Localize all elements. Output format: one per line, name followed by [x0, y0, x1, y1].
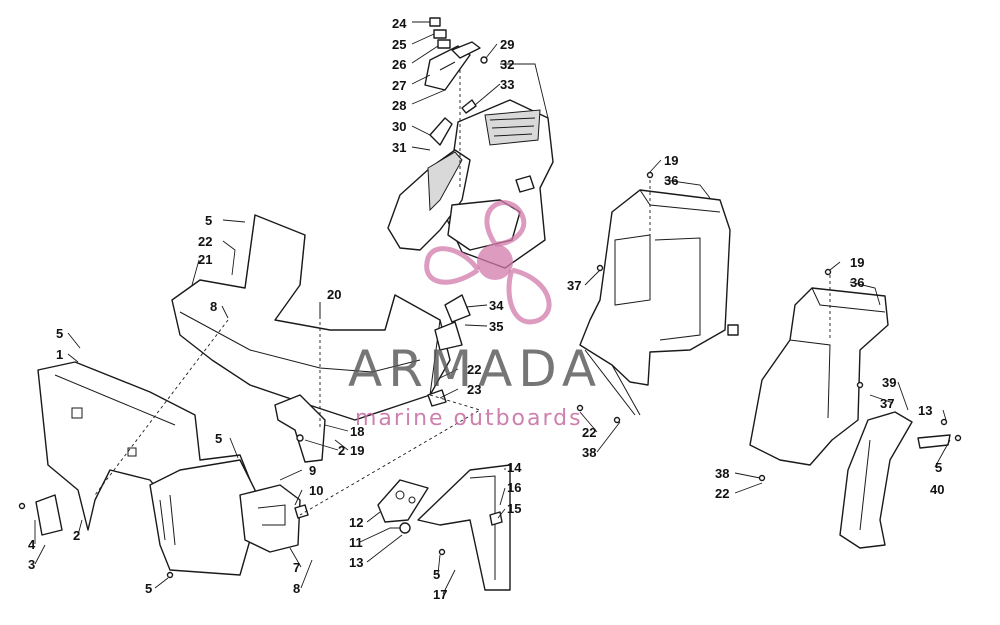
- bracket-assembly: [377, 479, 429, 534]
- callout-33: 33: [500, 77, 514, 92]
- callout-5-panel: 5: [215, 431, 222, 446]
- callout-40: 40: [930, 482, 944, 497]
- callout-labels: 24 25 26 27 28 29 32 33 30 31 5 22 21 8 …: [28, 16, 944, 602]
- callout-39: 39: [882, 375, 896, 390]
- callout-31: 31: [392, 140, 406, 155]
- callout-8-panel: 8: [293, 581, 300, 596]
- callout-12: 12: [349, 515, 363, 530]
- callout-35: 35: [489, 319, 503, 334]
- callout-17: 17: [433, 587, 447, 602]
- callout-11: 11: [349, 535, 363, 550]
- callout-5-fender: 5: [56, 326, 63, 341]
- callout-22-center: 22: [467, 362, 481, 377]
- callout-36-right: 36: [850, 275, 864, 290]
- callout-5-flap: 5: [433, 567, 440, 582]
- callout-2-center: 2: [338, 443, 345, 458]
- callout-2-fender: 2: [73, 528, 80, 543]
- callout-27: 27: [392, 78, 406, 93]
- callout-23: 23: [467, 382, 481, 397]
- callout-19-center: 19: [350, 443, 364, 458]
- callout-1: 1: [56, 347, 63, 362]
- propeller-logo: [424, 200, 552, 325]
- callout-18: 18: [350, 424, 364, 439]
- hardware: [296, 294, 471, 442]
- callout-3: 3: [28, 557, 35, 572]
- watermark: ARMADA marine outboards: [348, 200, 602, 431]
- callout-37-right: 37: [880, 396, 894, 411]
- console-assembly: [387, 17, 554, 269]
- right-rear-fender: [839, 411, 962, 549]
- callout-24: 24: [392, 16, 407, 31]
- leader-lines: [34, 21, 951, 595]
- callout-19-box: 19: [664, 153, 678, 168]
- alignment-lines: [94, 70, 831, 516]
- callout-26: 26: [392, 57, 406, 72]
- callout-5-floor: 5: [205, 213, 212, 228]
- callout-14: 14: [507, 460, 522, 475]
- callout-20: 20: [327, 287, 341, 302]
- watermark-brand: ARMADA: [348, 340, 602, 398]
- callout-25: 25: [392, 37, 406, 52]
- callout-21: 21: [198, 252, 212, 267]
- callout-4: 4: [28, 537, 36, 552]
- left-fender-assembly: [18, 361, 309, 579]
- callout-29: 29: [500, 37, 514, 52]
- callout-34: 34: [489, 298, 504, 313]
- watermark-tagline: marine outboards: [355, 406, 583, 431]
- callout-32: 32: [500, 57, 514, 72]
- floor-panel-assembly: [171, 214, 451, 463]
- callout-19-right: 19: [850, 255, 864, 270]
- callout-38-right: 38: [715, 466, 729, 481]
- callout-13-right: 13: [918, 403, 932, 418]
- callout-30: 30: [392, 119, 406, 134]
- callout-36-box: 36: [664, 173, 678, 188]
- mud-flap-assembly: [417, 464, 511, 591]
- callout-37-box: 37: [567, 278, 581, 293]
- callout-13-bracket: 13: [349, 555, 363, 570]
- callout-10: 10: [309, 483, 323, 498]
- callout-5-right: 5: [935, 460, 942, 475]
- callout-22-floor: 22: [198, 234, 212, 249]
- callout-28: 28: [392, 98, 406, 113]
- callout-38-box: 38: [582, 445, 596, 460]
- callout-9: 9: [309, 463, 316, 478]
- callout-22-box: 22: [582, 425, 596, 440]
- callout-5-bottom: 5: [145, 581, 152, 596]
- callout-8-floor: 8: [210, 299, 217, 314]
- callout-15: 15: [507, 501, 521, 516]
- storage-box-assembly: [576, 171, 739, 424]
- callout-7: 7: [293, 560, 300, 575]
- right-storage-box-assembly: [749, 268, 889, 482]
- callout-16: 16: [507, 480, 521, 495]
- callout-22-right: 22: [715, 486, 729, 501]
